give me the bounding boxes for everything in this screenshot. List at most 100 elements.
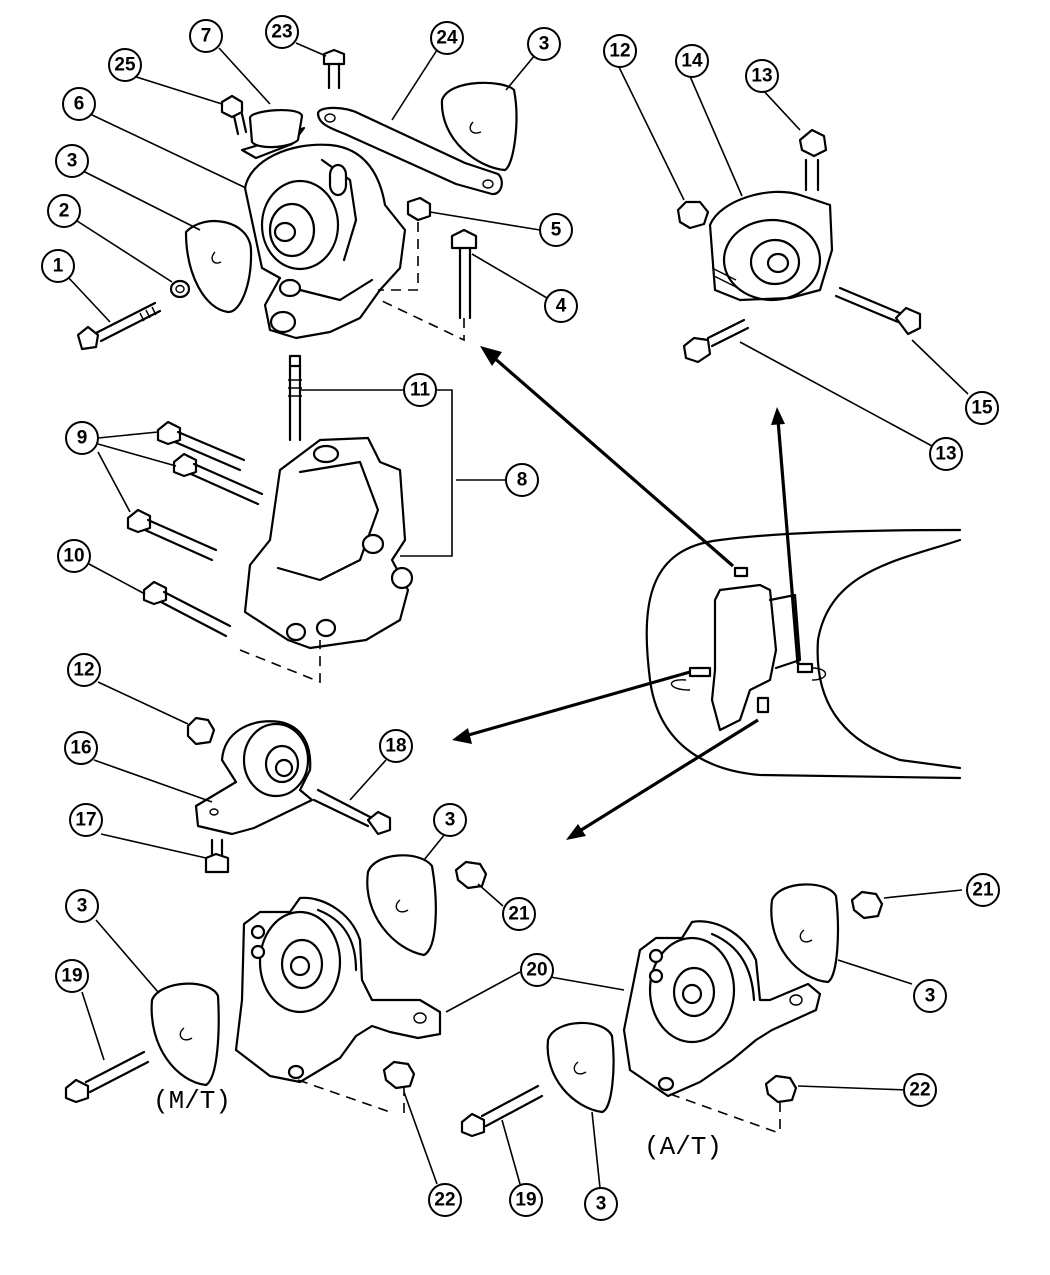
callout-21: 21 (502, 897, 536, 931)
rear-mount-assembly-16 (186, 716, 392, 874)
leader-lines (66, 42, 969, 1189)
svg-text:1: 1 (53, 256, 64, 277)
front-mount-assembly-14 (676, 128, 922, 364)
bolt-13-top (798, 128, 828, 192)
nut-21-at (850, 890, 884, 920)
bolt-19-at (460, 1084, 544, 1138)
svg-text:2: 2 (59, 201, 70, 222)
right-engine-mount-assembly (76, 48, 518, 351)
svg-text:20: 20 (526, 960, 547, 981)
insulator-3-mt-upper (366, 854, 437, 957)
transmission-mount-mt: (M/T) (64, 854, 488, 1118)
bolt-10 (142, 580, 232, 638)
svg-text:18: 18 (385, 736, 406, 757)
nut-12-top (676, 200, 710, 230)
callout-20: 20 (520, 953, 554, 987)
callout-19: 19 (509, 1183, 543, 1217)
callout-25: 25 (108, 48, 142, 82)
callout-23: 23 (265, 15, 299, 49)
callout-3: 3 (433, 803, 467, 837)
svg-text:3: 3 (445, 810, 456, 831)
svg-text:22: 22 (909, 1080, 930, 1101)
svg-text:4: 4 (556, 296, 567, 317)
callout-3: 3 (527, 27, 561, 61)
callout-4: 4 (544, 289, 578, 323)
svg-text:11: 11 (410, 380, 431, 401)
callout-22: 22 (428, 1183, 462, 1217)
svg-text:9: 9 (77, 428, 88, 449)
bolt-23 (322, 48, 346, 90)
washer-2 (169, 279, 191, 299)
svg-text:6: 6 (74, 94, 85, 115)
callout-6: 6 (62, 87, 96, 121)
svg-text:21: 21 (972, 880, 994, 901)
callout-22: 22 (903, 1073, 937, 1107)
bolt-15 (834, 286, 922, 336)
bolt-9-c (126, 508, 218, 562)
insulator-3-mt-left (150, 982, 220, 1087)
svg-text:15: 15 (971, 398, 993, 419)
callout-15: 15 (965, 391, 999, 425)
svg-text:13: 13 (935, 444, 956, 465)
manual-transmission-label: (M/T) (153, 1086, 231, 1116)
nut-5 (406, 196, 432, 222)
callout-13: 13 (929, 437, 963, 471)
svg-text:19: 19 (515, 1190, 536, 1211)
svg-text:14: 14 (681, 51, 703, 72)
bolt-1 (76, 301, 162, 351)
callout-24: 24 (430, 21, 464, 55)
nut-22-at (764, 1074, 798, 1104)
bolt-25 (220, 94, 248, 136)
svg-text:21: 21 (508, 904, 530, 925)
svg-text:24: 24 (436, 28, 458, 49)
callout-9: 9 (65, 421, 99, 455)
callout-16: 16 (64, 731, 98, 765)
bolt-9-b (172, 452, 264, 506)
callout-3: 3 (65, 889, 99, 923)
callout-3: 3 (55, 144, 89, 178)
mount-20-at (622, 920, 822, 1098)
callout-2: 2 (47, 194, 81, 228)
bolt-18 (312, 788, 392, 836)
callout-18: 18 (379, 729, 413, 763)
callout-12: 12 (67, 653, 101, 687)
right-mount-bracket-6 (243, 143, 407, 340)
nut-22-mt (382, 1060, 416, 1090)
callout-14: 14 (675, 44, 709, 78)
svg-text:10: 10 (63, 546, 84, 567)
svg-text:8: 8 (517, 470, 528, 491)
svg-text:12: 12 (609, 41, 630, 62)
svg-text:5: 5 (551, 220, 562, 241)
insulator-3-left (184, 219, 253, 314)
callout-8: 8 (505, 463, 539, 497)
svg-text:25: 25 (114, 55, 136, 76)
vehicle-engine-bay-outline (645, 528, 962, 780)
insulator-3-at-upper (770, 883, 840, 984)
callout-1: 1 (41, 249, 75, 283)
location-arrows (452, 346, 800, 840)
callout-21: 21 (966, 873, 1000, 907)
automatic-transmission-label: (A/T) (644, 1132, 722, 1162)
mount-16 (194, 720, 314, 836)
callout-3: 3 (584, 1187, 618, 1221)
svg-text:23: 23 (271, 22, 292, 43)
bolt-17 (204, 838, 230, 874)
svg-text:3: 3 (77, 896, 88, 917)
bracket-8 (243, 436, 410, 650)
bolt-13-bottom (682, 318, 750, 364)
svg-text:3: 3 (925, 986, 936, 1007)
stopper-7 (240, 108, 306, 160)
callout-12: 12 (603, 34, 637, 68)
nut-21-mt (454, 860, 488, 890)
svg-text:17: 17 (75, 810, 96, 831)
callout-5: 5 (539, 213, 573, 247)
mount-14 (708, 190, 834, 302)
svg-text:12: 12 (73, 660, 94, 681)
callout-11: 11 (403, 373, 437, 407)
svg-text:3: 3 (539, 34, 550, 55)
svg-text:19: 19 (61, 966, 82, 987)
bolt-4 (450, 228, 478, 320)
callout-7: 7 (189, 19, 223, 53)
svg-text:22: 22 (434, 1190, 455, 1211)
